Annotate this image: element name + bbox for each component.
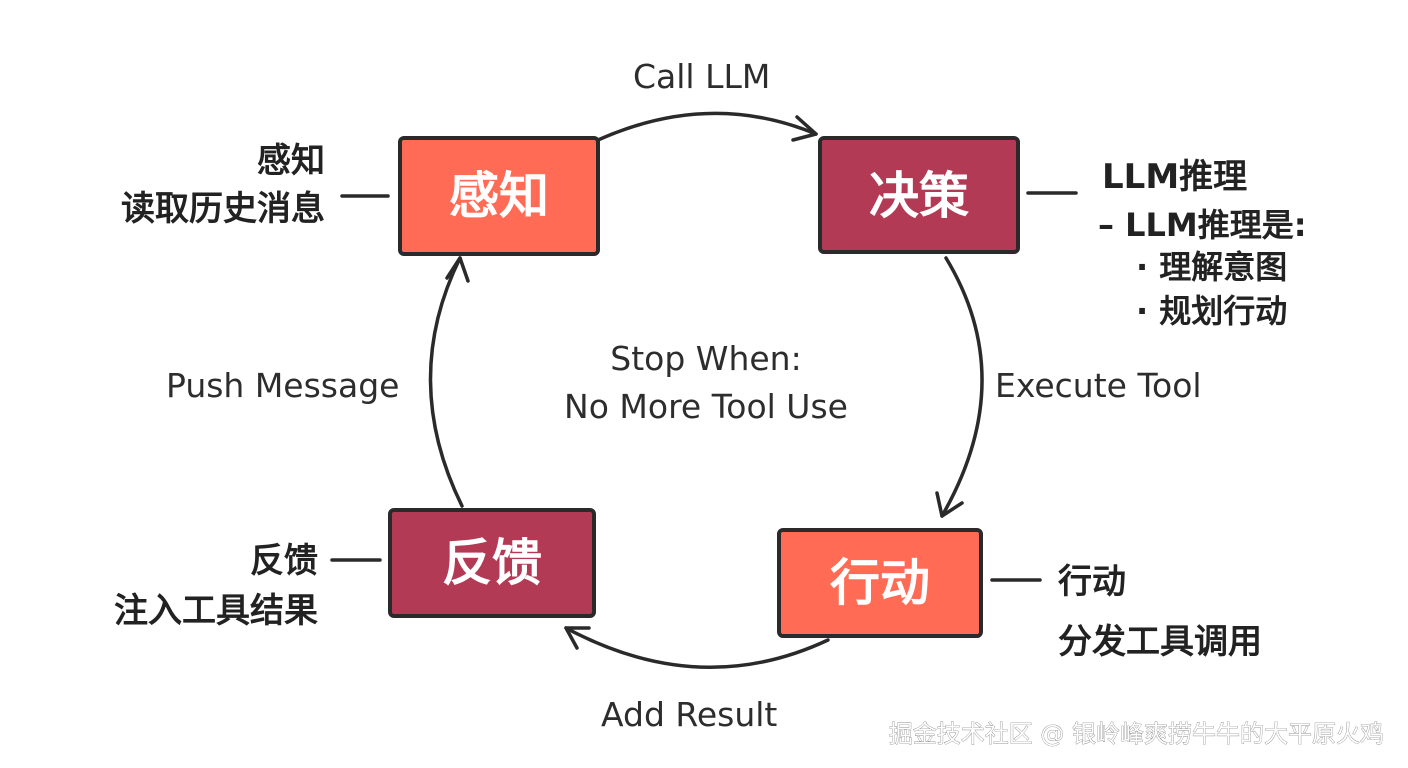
node-act-box: [777, 528, 983, 638]
edge-add-result-arrow: [564, 626, 830, 669]
node-feedback-box: [388, 508, 596, 618]
node-decide-box: [818, 136, 1020, 254]
node-decide-label: 决策: [869, 167, 969, 225]
feedback-note-line1: 反馈: [250, 541, 318, 581]
edge-push-message-arrow: [428, 256, 470, 508]
decide-note-bullet-2: · 规划行动: [1136, 292, 1287, 330]
edge-label-execute-tool: Execute Tool: [995, 366, 1202, 405]
watermark-text: 掘金技术社区 @ 银岭峰爽捞牛牛的大平原火鸡: [889, 720, 1384, 748]
perceive-note-line2: 读取历史消息: [121, 189, 325, 229]
node-perceive-box: [398, 136, 600, 256]
node-feedback: 反馈: [388, 508, 596, 618]
perceive-note-line1: 感知: [257, 141, 325, 181]
node-perceive: 感知: [398, 136, 600, 256]
decide-note-bullet-1: · 理解意图: [1136, 248, 1287, 286]
node-perceive-label: 感知: [449, 167, 549, 225]
act-note-line2: 分发工具调用: [1058, 622, 1262, 662]
edge-call-llm-arrow: [596, 111, 818, 142]
decide-note-title: LLM推理: [1102, 157, 1247, 197]
node-act-label: 行动: [830, 554, 930, 612]
node-decide: 决策: [818, 136, 1020, 254]
edge-execute-tool-arrow: [935, 256, 984, 518]
center-stop-line2: No More Tool Use: [564, 387, 848, 426]
feedback-note-line2: 注入工具结果: [114, 591, 318, 631]
edge-label-add-result: Add Result: [601, 695, 777, 734]
node-feedback-label: 反馈: [442, 534, 542, 592]
act-note-line1: 行动: [1058, 562, 1126, 602]
node-act: 行动: [777, 528, 983, 638]
decide-note-subtitle: – LLM推理是:: [1098, 206, 1307, 244]
edge-label-call-llm: Call LLM: [633, 57, 770, 96]
center-stop-line1: Stop When:: [610, 339, 801, 378]
edge-label-push-message: Push Message: [166, 366, 399, 405]
